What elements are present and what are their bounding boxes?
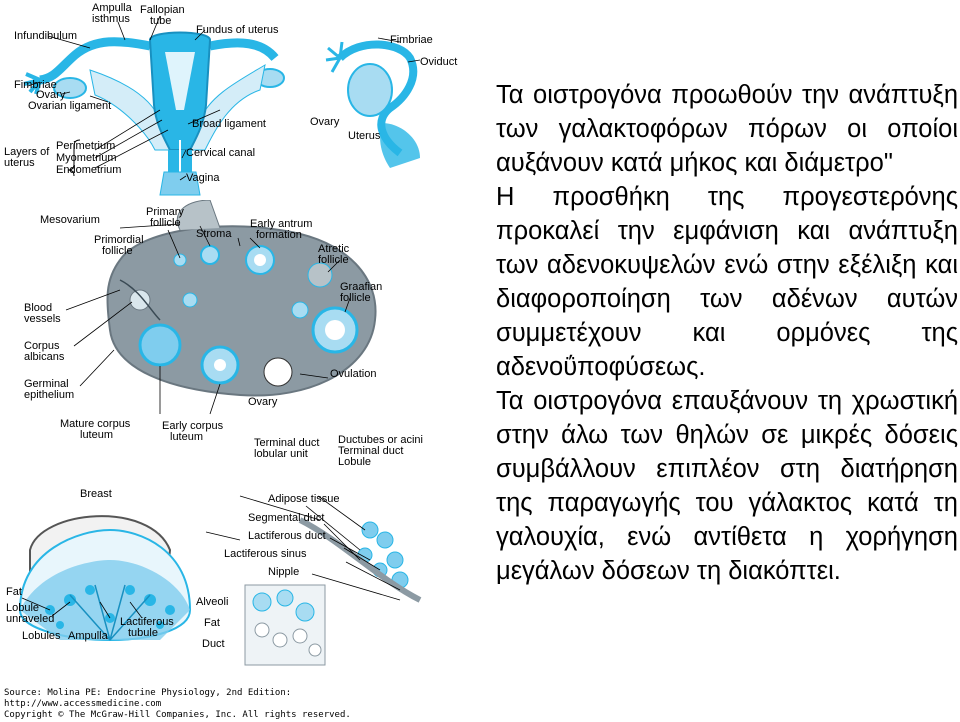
label-ampulla-breast: Ampulla: [68, 630, 108, 642]
label-fat2: Fat: [204, 617, 220, 629]
label-ductubes: Ductubes or acini: [338, 434, 423, 446]
left-fimbriae: [23, 72, 42, 95]
label-fimbriae-oviduct: Fimbriae: [390, 34, 433, 46]
ovary-diagram: [65, 200, 377, 415]
label-fat: Fat: [6, 586, 22, 598]
label-ovulation: Ovulation: [330, 368, 377, 380]
label-vagina: Vagina: [186, 172, 220, 184]
oviduct-fimbriae: [325, 41, 344, 73]
breast-diagram: [18, 495, 422, 666]
label-oviduct: Oviduct: [420, 56, 458, 68]
label-ovarian-ligament: Ovarian ligament: [28, 100, 112, 112]
oviduct-uterus: [380, 123, 420, 168]
label-broad-ligament: Broad ligament: [192, 118, 266, 130]
label-breast: Breast: [80, 488, 112, 500]
label-cervical-canal: Cervical canal: [186, 147, 256, 159]
label-ovary-uterus: Ovary: [36, 89, 66, 101]
mature-corpus-luteum: [138, 323, 182, 367]
source-link[interactable]: http://www.accessmedicine.com: [4, 699, 162, 709]
label-epithelium: epithelium: [24, 389, 75, 401]
oviduct-ovary: [347, 63, 393, 117]
right-fallopian-tube: [209, 38, 279, 62]
label-ampulla: Ampulla: [92, 2, 132, 14]
source-copyright: Copyright © The McGraw-Hill Companies, I…: [4, 710, 351, 720]
label-myometrium: Myometrium: [56, 152, 117, 164]
primordial-follicle: [173, 253, 187, 267]
label-vessels: vessels: [24, 313, 61, 325]
label-ovary-panel: Ovary: [248, 396, 278, 408]
left-fallopian-tube: [39, 37, 151, 85]
lactiferous-ducts: [69, 584, 151, 641]
blood-vessels: [119, 279, 161, 321]
label-lobule: Lobule: [338, 456, 372, 468]
label-formation: formation: [256, 229, 302, 241]
label-endometrium: Endometrium: [56, 164, 122, 176]
paragraph-estrogens-ducts: Τα οιστρογόνα προωθούν την ανάπτυξη των …: [496, 81, 958, 177]
label-duct: Duct: [202, 638, 225, 650]
left-ovary: [53, 77, 87, 99]
label-graafian-follicle: follicle: [340, 292, 371, 304]
label-uterus-layers: uterus: [4, 157, 35, 169]
label-blood: Blood: [24, 302, 53, 314]
label-primordial-follicle: follicle: [102, 245, 133, 257]
label-mesovarium: Mesovarium: [40, 214, 100, 226]
label-adipose: Adipose tissue: [268, 493, 340, 505]
label-early-antrum: Early antrum: [250, 218, 313, 230]
label-terminal-duct-b: Terminal duct: [338, 445, 404, 457]
label-albicans: albicans: [24, 351, 65, 363]
label-primary-follicle: follicle: [150, 217, 181, 229]
label-lactiferous-duct: Lactiferous duct: [248, 530, 326, 542]
ovulation-site: [263, 357, 293, 387]
label-ovary-oviduct: Ovary: [310, 116, 340, 128]
uterus-diagram: [23, 15, 285, 196]
label-early-corpus: Early corpus: [162, 420, 224, 432]
label-fimbriae-uterus: Fimbriae: [14, 79, 57, 91]
label-atretic: Atretic: [318, 243, 350, 255]
label-germinal: Germinal: [24, 378, 69, 390]
breast-lobules-area: [20, 560, 190, 640]
paragraph-estrogens-pigment: Τα οιστρογόνα επαυξάνουν τη χρωστική στη…: [496, 387, 958, 585]
label-lobule-unraveled: Lobule: [6, 602, 40, 614]
label-stroma: Stroma: [196, 228, 232, 240]
label-graafian: Graafian: [340, 281, 383, 293]
label-isthmus: isthmus: [92, 13, 130, 25]
label-tube: tube: [150, 15, 172, 27]
label-early-luteum: luteum: [170, 431, 204, 443]
label-perimetrium: Perimetrium: [56, 140, 116, 152]
breast-lobule-dots: [45, 585, 175, 629]
vagina: [159, 171, 201, 196]
label-mature-corpus: Mature corpus: [60, 418, 131, 430]
uterine-cavity: [165, 52, 195, 110]
atretic-follicle: [307, 262, 333, 288]
label-fallopian: Fallopian: [140, 4, 185, 16]
label-nipple: Nipple: [268, 566, 300, 578]
primary-follicle: [200, 245, 220, 265]
label-layers: Layers of: [4, 146, 50, 158]
label-lobules: Lobules: [22, 630, 61, 642]
paragraph-progesterone: Η προσθήκη της προγεστερόνης προκαλεί τη…: [496, 183, 958, 381]
label-uterus-oviduct: Uterus: [348, 130, 381, 142]
label-atretic-follicle: follicle: [318, 254, 349, 266]
label-terminal-duct: Terminal duct: [254, 437, 320, 449]
label-lobular-unit: lobular unit: [254, 448, 308, 460]
source-line-1: Source: Molina PE: Endocrine Physiology,…: [4, 688, 292, 698]
label-segmental: Segmental duct: [248, 512, 325, 524]
oviduct-diagram: [325, 37, 421, 168]
label-lactiferous-sinus: Lactiferous sinus: [224, 548, 307, 560]
label-fundus: Fundus of uterus: [196, 24, 279, 36]
label-corpus: Corpus: [24, 340, 60, 352]
corpus-albicans: [129, 289, 151, 311]
label-primary: Primary: [146, 206, 184, 218]
label-infundibulum: Infundibulum: [14, 30, 77, 42]
label-mature-luteum: luteum: [80, 429, 114, 441]
label-tubule: tubule: [128, 627, 158, 639]
mesovarium: [176, 200, 221, 231]
label-lactiferous: Lactiferous: [120, 616, 174, 628]
body-text: Τα οιστρογόνα προωθούν την ανάπτυξη των …: [496, 78, 958, 588]
label-unraveled: unraveled: [6, 613, 55, 625]
label-primordial: Primordial: [94, 234, 144, 246]
label-alveoli: Alveoli: [196, 596, 229, 608]
